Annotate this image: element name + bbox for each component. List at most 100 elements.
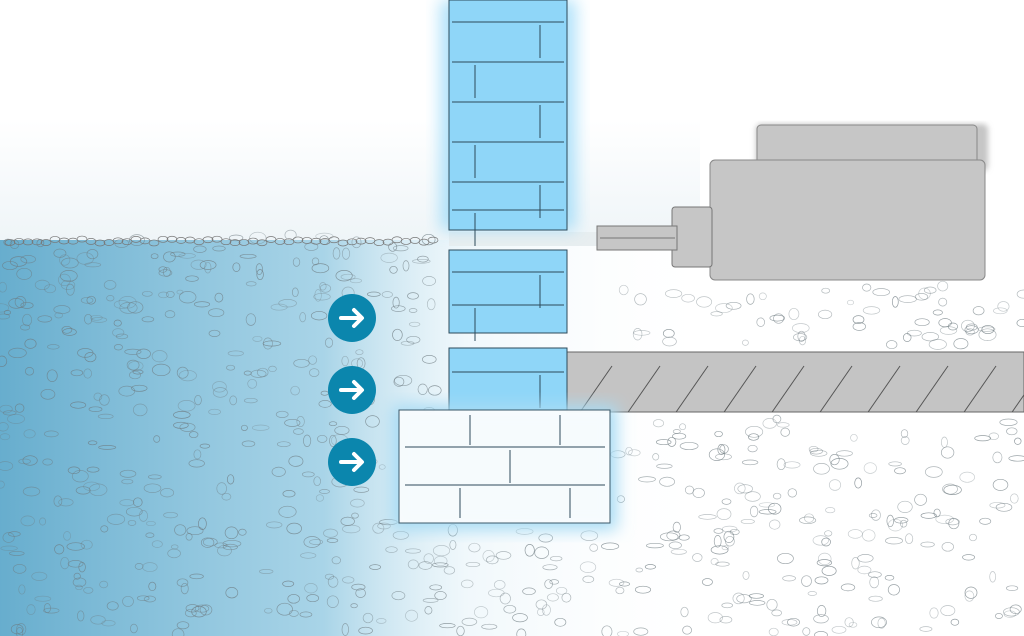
gravel-stone (293, 428, 304, 435)
gravel-stone (938, 318, 952, 328)
gravel-stone (821, 537, 831, 547)
gravel-stone (897, 500, 913, 513)
gravel-stone (710, 545, 729, 555)
gravel-stone (288, 455, 304, 467)
gravel-stone (377, 522, 391, 530)
gravel-stone (418, 561, 433, 570)
gravel-stone (16, 627, 24, 636)
gravel-stone (422, 598, 439, 603)
gravel-stone (143, 595, 156, 603)
gravel-stone (304, 583, 318, 594)
gravel-stone (328, 421, 338, 427)
gravel-stone (402, 260, 410, 272)
gravel-stone (136, 595, 150, 601)
gravel-stone (516, 628, 527, 636)
gravel-stone (679, 423, 687, 431)
gravel-stone (708, 448, 725, 461)
gravel-stone (40, 239, 52, 246)
gravel-stone (824, 530, 833, 537)
gravel-stone (628, 449, 641, 457)
gravel-stone (768, 627, 779, 636)
gravel-stone (378, 464, 386, 470)
gravel-stone (174, 524, 187, 536)
gravel-stone (850, 433, 858, 442)
gravel-stone (721, 545, 729, 551)
gravel-stone (748, 593, 764, 599)
gravel-stone (44, 284, 57, 294)
gravel-stone (311, 263, 330, 274)
gravel-stone (164, 310, 176, 319)
gravel-stone (813, 463, 830, 475)
gravel-stone (814, 576, 829, 585)
gravel-stone (825, 507, 836, 514)
gravel-stone (10, 624, 24, 635)
gravel-stone (0, 545, 18, 551)
gravel-stone (432, 562, 449, 568)
gravel-stone (355, 237, 367, 245)
gravel-stone (422, 355, 437, 364)
gravel-stone (644, 564, 656, 570)
gravel-stone (681, 293, 695, 303)
gravel-stone (945, 518, 960, 526)
gravel-stone (9, 550, 25, 556)
gravel-stone (86, 466, 100, 473)
gravel-stone (719, 616, 733, 624)
gravel-stone (914, 493, 927, 506)
gravel-stone (136, 348, 151, 359)
gravel-stone (701, 578, 713, 586)
gravel-stone (782, 575, 796, 582)
gravel-stone (747, 444, 758, 453)
gravel-stone (810, 449, 828, 457)
gravel-stone (208, 308, 225, 318)
gravel-stone (151, 540, 163, 548)
gravel-stone (20, 515, 35, 527)
gravel-stone (212, 387, 228, 398)
gravel-stone (900, 436, 910, 445)
gravel-stone (296, 416, 305, 427)
gravel-stone (153, 435, 161, 443)
gravel-stone (54, 312, 63, 319)
gravel-stone (400, 238, 412, 245)
gravel-stone (324, 337, 334, 348)
gravel-stone (773, 313, 785, 324)
gravel-stone (422, 276, 436, 286)
gravel-stone (745, 425, 764, 438)
gravel-stone (618, 284, 629, 296)
gravel-stone (83, 586, 94, 594)
gravel-stone (715, 303, 733, 314)
gravel-stone (780, 427, 790, 437)
gravel-stone (282, 580, 295, 587)
gravel-stone (999, 418, 1018, 426)
gravel-stone (561, 592, 572, 603)
gravel-stone (318, 400, 332, 408)
gravel-stone (100, 525, 109, 533)
gravel-stone (392, 245, 409, 252)
gravel-stone (264, 607, 273, 614)
gravel-stone (124, 348, 142, 355)
gravel-stone (340, 273, 356, 280)
gravel-stone (848, 621, 858, 628)
gravel-stone (177, 400, 196, 412)
gravel-stone (493, 580, 506, 590)
gravel-stone (772, 492, 782, 500)
gravel-stone (78, 561, 86, 573)
gravel-stone (886, 514, 895, 528)
gravel-stone (608, 578, 625, 587)
gravel-stone (151, 350, 168, 363)
gravel-stone (163, 251, 176, 263)
gravel-stone (251, 424, 270, 431)
gravel-stone (170, 251, 186, 257)
gravel-stone (974, 435, 992, 442)
gravel-stone (719, 444, 729, 454)
gravel-stone (964, 590, 975, 602)
gravel-stone (638, 476, 656, 483)
gravel-stone (769, 314, 786, 322)
gravel-stone (255, 263, 263, 275)
gravel-stone (24, 338, 37, 349)
gravel-stone (26, 604, 36, 615)
gravel-stone (256, 239, 268, 247)
gravel-stone (43, 430, 59, 438)
gravel-stone (534, 546, 550, 559)
gravel-stone (349, 278, 362, 284)
